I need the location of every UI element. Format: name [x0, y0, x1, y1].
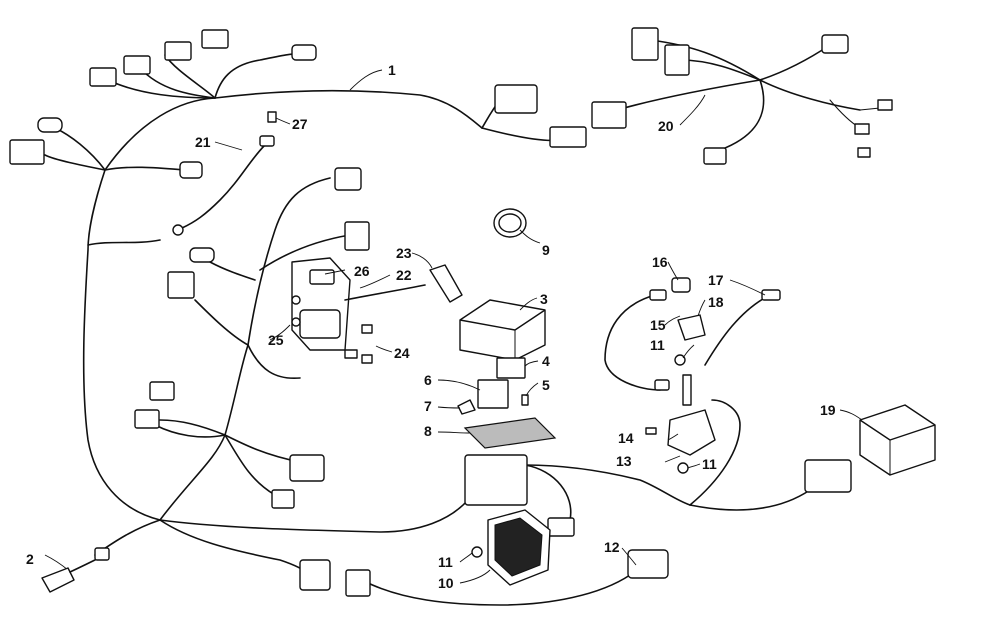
boot [677, 314, 706, 341]
connector-plug [271, 489, 295, 509]
connector-block [627, 549, 669, 579]
callout-15: 15 [650, 317, 666, 333]
callout-25: 25 [268, 332, 284, 348]
connector-block [344, 221, 370, 251]
relay [299, 309, 341, 339]
connector-plug [123, 55, 151, 75]
regulator-and-module [471, 404, 936, 586]
callout-21: 21 [195, 134, 211, 150]
connector-block [494, 84, 538, 114]
callout-18: 18 [708, 294, 724, 310]
connector-cap [179, 161, 203, 179]
callout-19: 19 [820, 402, 836, 418]
callout-labels: 1 2 3 4 5 6 7 8 9 10 11 11 11 12 13 14 1… [26, 62, 836, 591]
screw [645, 427, 657, 435]
callout-16: 16 [652, 254, 668, 270]
terminal [857, 147, 871, 158]
connector-block [289, 454, 325, 482]
connector-cap [37, 117, 63, 133]
connector-block [549, 126, 587, 148]
callout-3: 3 [540, 291, 548, 307]
connector-plug [334, 167, 362, 191]
elbow-fitting [429, 264, 463, 303]
mount-bracket-group [291, 257, 463, 364]
screw [344, 349, 358, 359]
leader-lines [44, 69, 863, 584]
wire-lead-21 [172, 111, 277, 236]
callout-10: 10 [438, 575, 454, 591]
callout-27: 27 [292, 116, 308, 132]
connector-plug [201, 29, 229, 49]
connector-plug [149, 381, 175, 401]
sensor [667, 409, 716, 456]
callout-11-lower: 11 [702, 456, 717, 472]
callout-26: 26 [354, 263, 370, 279]
connector-cap [189, 247, 215, 263]
connector-plug [703, 147, 727, 165]
callout-20: 20 [658, 118, 674, 134]
terminal [877, 99, 893, 111]
fuse-block [464, 454, 528, 506]
connector-cap [291, 44, 317, 61]
callout-22: 22 [396, 267, 412, 283]
callout-11-regulator: 11 [438, 554, 453, 570]
nut [677, 462, 689, 474]
callout-17: 17 [708, 272, 724, 288]
callout-9: 9 [542, 242, 550, 258]
connector-plug [821, 34, 849, 54]
callout-24: 24 [394, 345, 410, 361]
nut [674, 354, 686, 366]
callout-2: 2 [26, 551, 34, 567]
callout-23: 23 [396, 245, 412, 261]
connector-plug [134, 409, 160, 429]
relay [496, 357, 526, 379]
connector-plug [164, 41, 192, 61]
callout-6: 6 [424, 372, 432, 388]
callout-13: 13 [616, 453, 632, 469]
fuse [521, 394, 529, 406]
relay-box-group [457, 299, 557, 449]
connector-plug [89, 67, 117, 87]
connector-plug [649, 289, 667, 301]
relay [477, 379, 509, 409]
callout-8: 8 [424, 423, 432, 439]
control-module [859, 404, 936, 476]
screw [361, 354, 373, 364]
sensor-group [604, 277, 781, 474]
callout-1: 1 [388, 62, 396, 78]
callout-4: 4 [542, 353, 550, 369]
connector-block [591, 101, 627, 129]
callout-5: 5 [542, 377, 550, 393]
callout-11-upper: 11 [650, 337, 665, 353]
connector-plug [167, 271, 195, 299]
connector-plug [761, 289, 781, 301]
callout-14: 14 [618, 430, 634, 446]
connector-block [631, 27, 659, 61]
harness-connectors [9, 29, 852, 597]
callout-7: 7 [424, 398, 432, 414]
nut [471, 546, 483, 558]
sensor-stem [682, 374, 692, 406]
connector-block [664, 44, 690, 76]
ring-terminal [259, 135, 275, 147]
connector-block [345, 569, 371, 597]
connector-block [299, 559, 331, 591]
hose-clamp-9 [493, 208, 527, 238]
screw [361, 324, 373, 334]
screw [267, 111, 277, 123]
ring-terminal [172, 224, 184, 236]
connector-plug [654, 379, 670, 391]
callout-12: 12 [604, 539, 620, 555]
connector-block [804, 459, 852, 493]
terminal [854, 123, 870, 135]
sub-harness-20 [591, 27, 893, 165]
sensor-cap [671, 277, 691, 293]
connector-plug [547, 517, 575, 537]
bullet-connector-2 [41, 547, 110, 593]
connector-plug [9, 139, 45, 165]
